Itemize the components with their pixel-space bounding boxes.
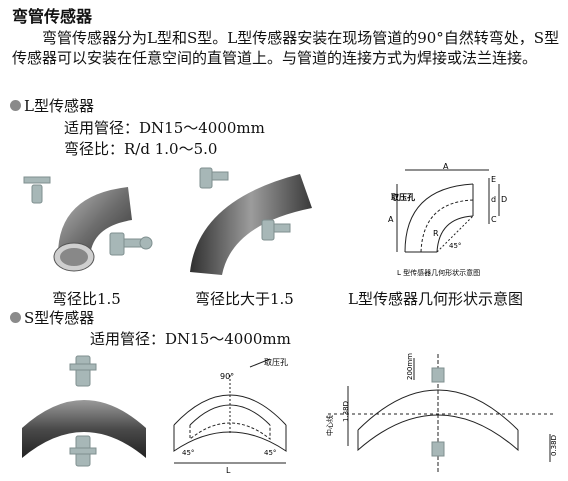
l-caption-2: 弯径比大于1.5 — [195, 290, 294, 308]
tap-label: 取压孔 — [391, 192, 415, 202]
dim-r: R — [433, 229, 439, 238]
l-caption-3: L型传感器几何形状示意图 — [348, 290, 523, 308]
l-spec-ratio: 弯径比：R/d 1.0～5.0 — [64, 140, 218, 158]
dim-a-left: A — [388, 215, 394, 224]
l-section-heading-text: L型传感器 — [24, 97, 94, 115]
s-length-l: L — [226, 466, 231, 475]
s-pipe-photo — [22, 355, 146, 467]
s-section-heading: S型传感器 — [10, 307, 94, 328]
s-geometry-diagram: 90° 取压孔 45° 45° L — [173, 358, 288, 475]
dim-e: E — [491, 175, 496, 184]
s-tap-label: 取压孔 — [264, 358, 288, 367]
s-section-heading-text: S型传感器 — [24, 309, 95, 327]
l-elbow-photo-1 — [23, 176, 153, 272]
s-spec-diameter: 适用管径：DN15～4000mm — [90, 330, 291, 348]
s-angle-left: 45° — [182, 449, 194, 457]
s-center-line-label: 中心线 — [325, 415, 334, 436]
l-geometry-diagram: A E d D C A R 45° 取压孔 L 型传感器几何形状示意图 — [388, 162, 507, 277]
angle-45: 45° — [449, 242, 461, 250]
l-section-heading: L型传感器 — [10, 95, 94, 116]
s-dimension-diagram: 200mm 中心线 1.38D 0.38D — [325, 353, 558, 474]
s-dim-0-38d: 0.38D — [550, 435, 558, 456]
s-angle-90: 90° — [220, 372, 234, 381]
l-elbow-photo-2 — [190, 167, 312, 275]
dim-c: C — [491, 215, 497, 224]
diagram-inner-caption: L 型传感器几何形状示意图 — [397, 268, 480, 277]
dim-d: d — [491, 195, 496, 204]
bullet-icon — [10, 312, 21, 323]
dim-big-d: D — [501, 195, 507, 204]
l-spec-diameter: 适用管径：DN15～4000mm — [64, 119, 265, 137]
s-dim-1-38d: 1.38D — [342, 401, 350, 422]
intro-paragraph: 弯管传感器分为L型和S型。L型传感器安装在现场管道的90°自然转弯处，S型传感器… — [12, 29, 560, 67]
dim-a-top: A — [443, 162, 449, 171]
bullet-icon — [10, 100, 21, 111]
page-title: 弯管传感器 — [12, 7, 93, 26]
l-caption-1: 弯径比1.5 — [52, 290, 121, 308]
s-angle-right: 45° — [264, 449, 276, 457]
s-dim-200mm: 200mm — [406, 353, 414, 380]
